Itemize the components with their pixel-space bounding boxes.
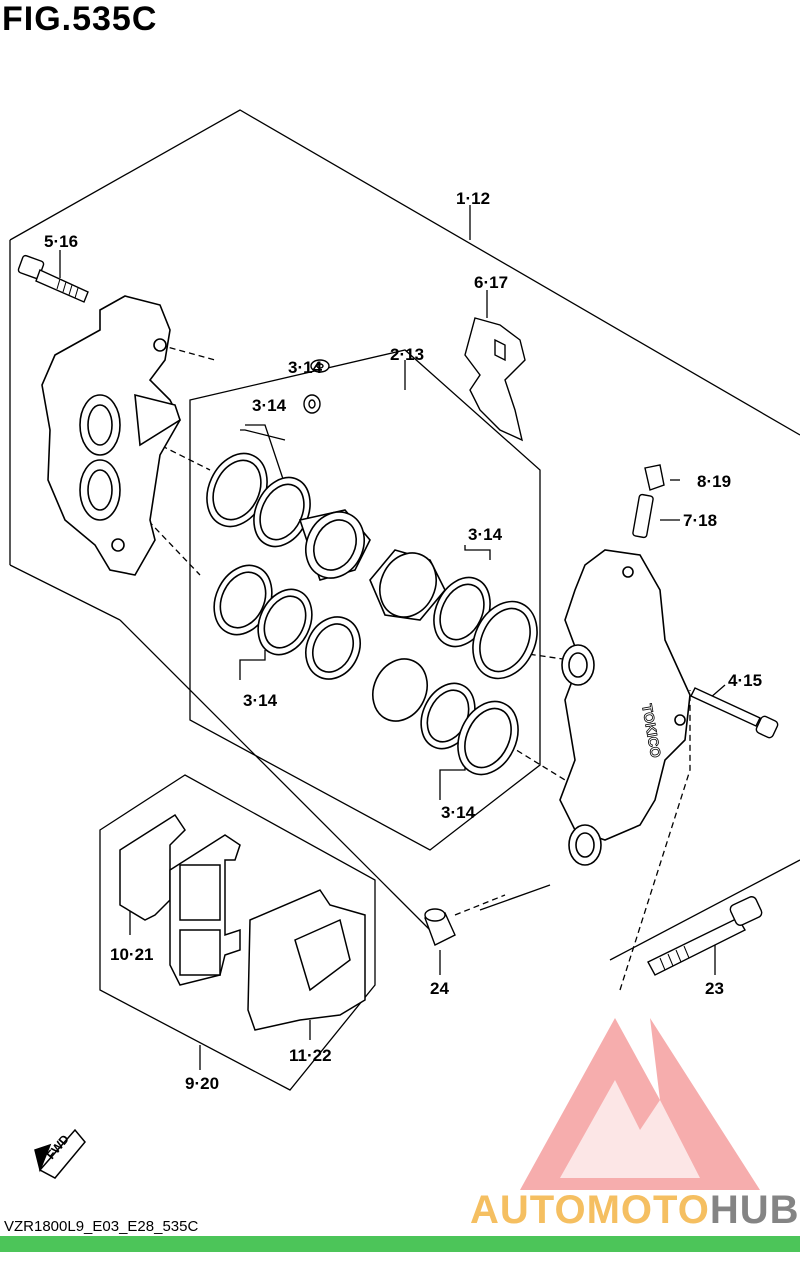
callout-8-19: 8·19 [697,472,731,491]
bleeder-cap-and-valve [632,464,665,539]
figure-title: FIG.535C [2,0,158,38]
caliper-mounting-bolt [17,254,89,303]
watermark-text-part1: AUTOMOTO [470,1188,710,1232]
caliper-half-outer [41,295,181,576]
watermark-text-part2: HUB [709,1188,800,1232]
callout-3-14-c: 3·14 [468,525,503,544]
callout-24: 24 [430,979,449,998]
callout-5-16: 5·16 [44,232,78,251]
diagram-code: VZR1800L9_E03_E28_535C [4,1218,199,1235]
bottom-color-strip [0,1236,800,1252]
callout-10-21: 10·21 [110,945,153,964]
caliper-bolt-long [647,896,763,976]
assembly-frame-outline [9,109,800,436]
callout-7-18: 7·18 [683,511,717,530]
callout-1-12: 1·12 [456,189,490,208]
automotohub-logo [520,1018,760,1190]
bottom-blank-strip [0,1252,800,1272]
callout-6-17: 6·17 [474,273,508,292]
pad-spring [464,317,526,442]
callout-9-20: 9·20 [185,1074,219,1093]
callout-3-14-e: 3·14 [441,803,476,822]
pad-pin [690,687,779,739]
watermark-text: AUTOMOTOHUB [470,1188,800,1233]
callout-2-13: 2·13 [390,345,424,364]
brake-pad-set [119,813,366,1031]
seal-washer [303,359,330,414]
forward-arrow-icon [34,1128,86,1179]
callout-11-22: 11·22 [289,1046,332,1065]
callout-3-14-b: 3·14 [252,396,287,415]
callout-3-14-a: 3·14 [288,358,323,377]
callout-4-15: 4·15 [728,671,762,690]
callout-23: 23 [705,979,724,998]
piston-kit-frame [189,349,541,851]
callout-3-14-d: 3·14 [243,691,278,710]
pad-kit-frame [99,774,376,1091]
caliper-half-inner [559,549,691,866]
spacer-collar [424,908,456,946]
piston-seals-and-pistons [206,452,538,776]
